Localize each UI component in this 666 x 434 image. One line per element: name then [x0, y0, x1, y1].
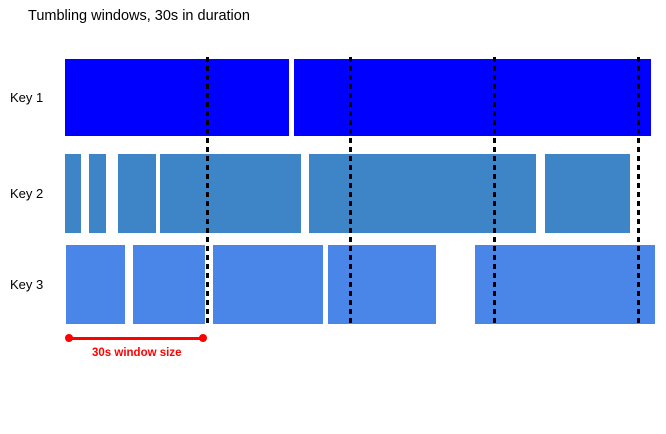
window-boundary-line	[636, 57, 640, 326]
window-boundary-line	[205, 57, 209, 326]
event-bar	[65, 59, 289, 136]
diagram-title: Tumbling windows, 30s in duration	[28, 8, 250, 24]
event-bar	[294, 59, 651, 136]
row-label: Key 1	[10, 90, 44, 105]
annotation-left-dot	[65, 334, 73, 342]
window-boundary-line	[349, 57, 352, 326]
event-bar	[160, 154, 301, 233]
annotation-right-dot	[199, 334, 207, 342]
event-bar	[89, 154, 106, 233]
row-label: Key 3	[10, 277, 44, 292]
annotation-arrow-line	[69, 336, 203, 340]
event-bar	[309, 154, 536, 233]
annotation-label: 30s window size	[92, 347, 182, 359]
event-bar	[475, 245, 655, 324]
window-boundary-line	[492, 57, 496, 326]
event-bar	[133, 245, 205, 324]
event-bar	[66, 245, 125, 324]
event-bar	[213, 245, 323, 324]
event-bar	[545, 154, 630, 233]
event-bar	[118, 154, 156, 233]
event-bar	[65, 154, 81, 233]
row-label: Key 2	[10, 186, 44, 201]
event-bar	[328, 245, 436, 324]
